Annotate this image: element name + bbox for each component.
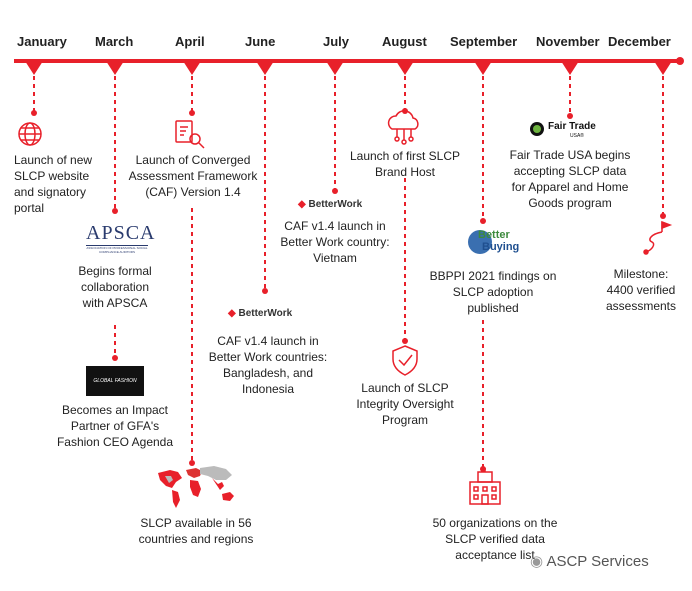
world-map-icon [158,466,234,508]
marker-july [326,61,344,75]
marker-september [474,61,492,75]
month-label-august: August [382,34,427,49]
document-search-icon [175,120,205,149]
apsca-logo: APSCA ASSOCIATION OF PROFESSIONAL SOCIAL… [86,222,156,254]
betterwork-logo-july: ◆ BetterWork [298,199,363,210]
marker-june [256,61,274,75]
timeline-markers [25,61,672,75]
marker-april [183,61,201,75]
month-label-april: April [175,34,205,49]
month-label-september: September [450,34,518,49]
month-label-june: June [245,34,276,49]
gfa-logo: GLOBAL FASHION AGENDA [86,366,144,414]
building-icon [469,468,501,505]
month-label-december: December [608,34,671,49]
watermark: ◉ ASCP Services [530,553,649,570]
marker-march [106,61,124,75]
wechat-icon: ◉ [530,553,544,570]
timeline-connectors [33,76,664,468]
route-milestone-icon [643,220,673,255]
month-label-july: July [323,34,350,49]
timeline-end-cap [676,57,684,65]
better-buying-logo: Better Buying [468,228,528,258]
marker-january [25,61,43,75]
marker-december [654,61,672,75]
cloud-network-icon [387,110,419,145]
shield-check-icon [392,345,418,376]
betterwork-logo-june: ◆ BetterWork [228,308,293,319]
globe-icon [18,122,42,146]
month-label-january: January [17,34,67,49]
fair-trade-logo: Fair Trade USA® [530,120,610,142]
marker-august [396,61,414,75]
marker-november [561,61,579,75]
month-label-november: November [536,34,600,49]
month-label-march: March [95,34,134,49]
